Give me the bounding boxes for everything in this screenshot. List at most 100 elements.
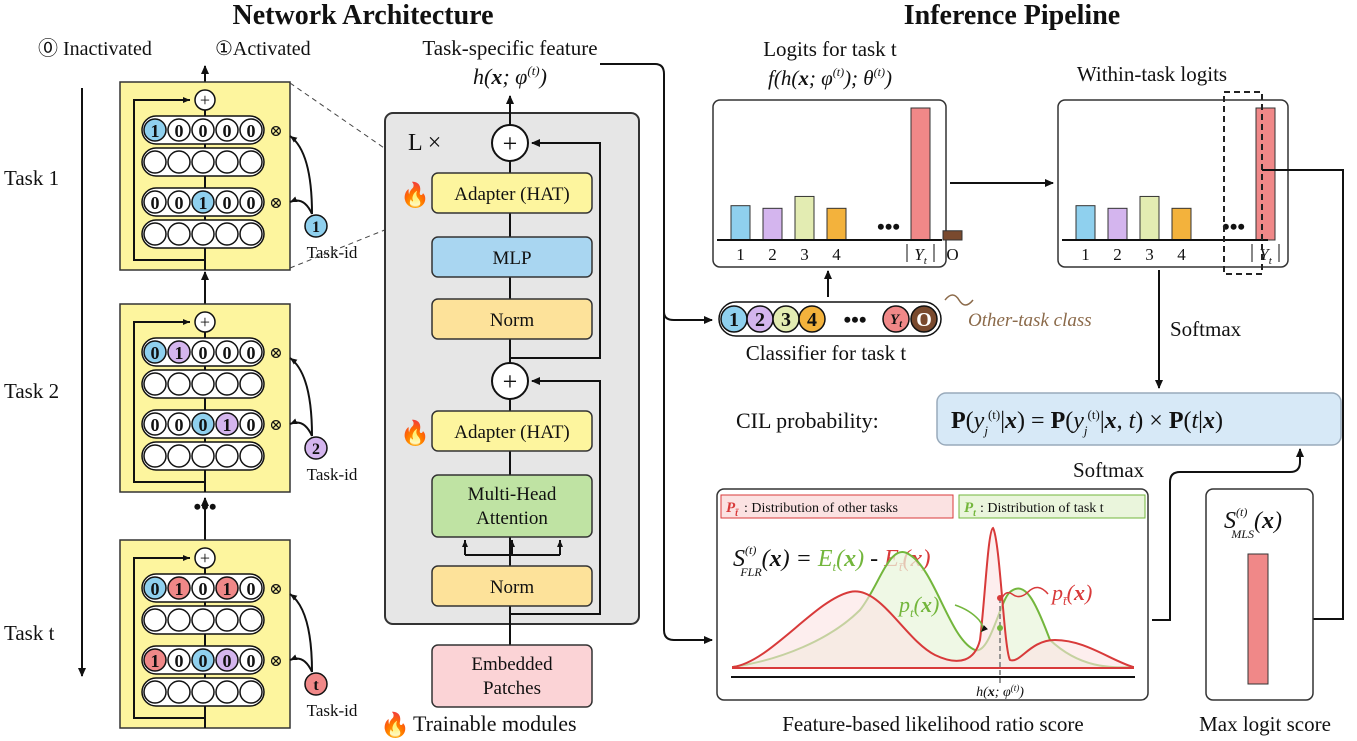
neuron-unit [239,412,263,436]
bar [826,207,847,241]
bar [1255,107,1276,241]
neuron-value: 0 [247,121,256,141]
bar [794,195,815,241]
classifier-unit-label: 2 [755,309,765,331]
task-id-arrow [289,593,313,673]
attention-label-line1: Multi-Head [468,484,557,505]
task-id-badge-text: 2 [312,441,320,458]
neuron-value: 1 [175,579,184,599]
neuron-unit [143,444,167,468]
bar [762,207,783,241]
task-id-badge-text: t [313,677,319,694]
mask-multiply-symbol: ⊗ [269,417,282,434]
neuron-unit [143,372,167,396]
neuron-value: 1 [223,415,232,435]
neuron-value: 0 [223,651,232,671]
flr-legend-other-box [720,494,954,519]
mlp-module [431,236,593,278]
neuron-value: 1 [151,651,160,671]
neuron-unit [239,444,263,468]
neuron-unit [143,576,167,600]
task-id-arrow [289,196,313,215]
neuron-value: 1 [223,579,232,599]
neuron-value: 0 [247,579,256,599]
other-distribution-curve [732,526,1134,669]
norm-upper [431,298,593,340]
neuron-unit [143,222,167,246]
neuron-unit [191,118,215,142]
neuron-value: 0 [247,193,256,213]
bar-tick-label: 2 [768,245,777,264]
norm-upper-label: Norm [490,310,535,331]
bar [1171,207,1192,241]
neuron-unit [167,150,191,174]
neuron-value: 0 [199,121,208,141]
neuron-unit [215,150,239,174]
classifier-unit [910,305,938,333]
neuron-unit [239,118,263,142]
classifier-unit-label: O [916,309,932,331]
embedded-patches-line1: Embedded [471,654,553,675]
neuron-value: 0 [247,343,256,363]
neuron-unit [239,340,263,364]
neuron-unit [191,608,215,632]
neuron-value: 0 [199,343,208,363]
other-task-pointer [944,294,974,306]
task-label: Task 1 [4,166,59,190]
pt-pointer [954,604,989,633]
neuron-unit [215,222,239,246]
neuron-value: 0 [199,651,208,671]
bar [910,107,931,241]
neuron-unit [167,372,191,396]
bar-tick-label: 1 [1081,245,1090,264]
neuron-unit [167,190,191,214]
task-skip-line [133,555,205,719]
neuron-unit [215,372,239,396]
within-to-mls-route [1262,169,1344,623]
task-skip-line [133,319,205,483]
task-label: Task t [4,621,55,645]
residual-add-upper [491,124,529,162]
feature-to-flr [663,320,713,644]
neuron-unit [167,222,191,246]
neuron-value: 0 [223,193,232,213]
neuron-unit [143,150,167,174]
task-id-label: Task-id [307,243,358,262]
classifier-unit-label: 1 [729,309,739,331]
neuron-unit [143,118,167,142]
neuron-value: 0 [151,579,160,599]
neuron-unit [143,648,167,672]
fire-icon: 🔥 [380,711,410,739]
neuron-value: 0 [151,343,160,363]
neuron-value: 1 [199,193,208,213]
adapter-upper [431,172,593,214]
neuron-unit [167,340,191,364]
task-ellipsis: ••• [193,494,216,519]
neuron-unit [167,680,191,704]
ptbar-pointer [1001,586,1049,599]
fire-icon: 🔥 [400,419,430,447]
neuron-value: 0 [247,651,256,671]
within-task-panel [1057,99,1289,268]
task-add-symbol: + [200,548,210,568]
embedded-patches [431,644,593,708]
neuron-unit [215,190,239,214]
mask-multiply-symbol: ⊗ [269,581,282,598]
neuron-value: 0 [175,415,184,435]
neuron-unit [239,222,263,246]
flr-caption: Feature-based likelihood ratio score [782,712,1083,736]
zoom-line-top [289,82,433,182]
neuron-unit [191,372,215,396]
neuron-unit [191,412,215,436]
adapter-lower [431,410,593,452]
neuron-value: 1 [151,121,160,141]
neuron-unit [215,444,239,468]
neuron-unit [239,576,263,600]
neuron-unit [215,608,239,632]
bar-tick-label: 3 [1145,245,1154,264]
neuron-value: 0 [175,651,184,671]
